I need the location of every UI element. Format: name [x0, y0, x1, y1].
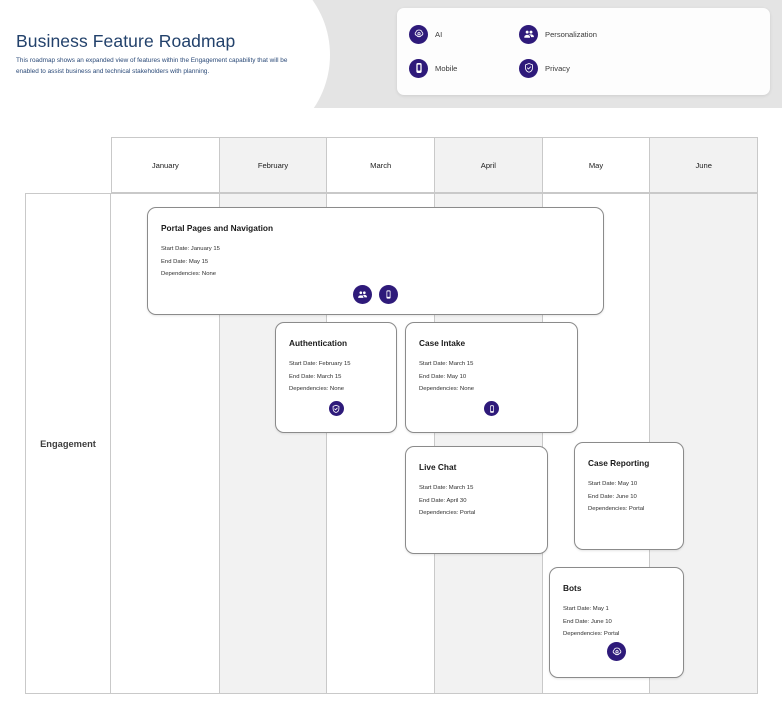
feature-meta: Start Date: March 15 End Date: May 10 De…	[419, 358, 474, 396]
legend-label: AI	[435, 29, 443, 39]
feature-end-date: End Date: May 10	[419, 373, 467, 380]
feature-icon-row	[276, 401, 396, 416]
feature-icon-row	[406, 401, 577, 416]
feature-dependencies: Dependencies: None	[289, 386, 345, 393]
legend-item-privacy[interactable]: Privacy	[519, 51, 699, 85]
feature-meta: Start Date: March 15 End Date: April 30 …	[419, 482, 475, 520]
feature-card-case-reporting[interactable]: Case Reporting Start Date: May 10 End Da…	[574, 442, 684, 550]
month-column-june: June	[650, 138, 758, 192]
legend-panel: AI Personalization	[397, 8, 770, 95]
feature-card-authentication[interactable]: Authentication Start Date: February 15 E…	[275, 322, 397, 433]
month-column-february: February	[219, 138, 328, 192]
timeline-header: January February March April May June	[111, 137, 758, 193]
month-column-april: April	[435, 138, 543, 192]
feature-start-date: Start Date: January 15	[161, 246, 220, 252]
legend-item-personalization[interactable]: Personalization	[519, 17, 699, 51]
feature-title: Bots	[563, 583, 582, 593]
feature-dependencies: Dependencies: Portal	[563, 631, 620, 638]
mobile-icon	[409, 58, 428, 78]
feature-dependencies: Dependencies: None	[419, 386, 475, 393]
feature-start-date: Start Date: March 15	[419, 485, 474, 491]
feature-icon-row	[148, 285, 603, 304]
mobile-icon	[379, 285, 398, 304]
feature-start-date: Start Date: February 15	[289, 361, 351, 367]
personalization-icon	[353, 285, 372, 304]
personalization-icon	[519, 24, 538, 44]
lane-cell-january	[112, 194, 220, 693]
banner-white-curve	[0, 0, 330, 150]
feature-meta: Start Date: January 15 End Date: May 15 …	[161, 243, 220, 281]
ai-icon	[607, 642, 626, 661]
feature-start-date: Start Date: May 1	[563, 606, 609, 612]
feature-card-bots[interactable]: Bots Start Date: May 1 End Date: June 10…	[549, 567, 684, 678]
feature-title: Live Chat	[419, 462, 457, 472]
legend-item-mobile[interactable]: Mobile	[409, 51, 519, 85]
ai-icon	[409, 24, 428, 44]
feature-card-portal-pages-and-navigation[interactable]: Portal Pages and Navigation Start Date: …	[147, 207, 604, 315]
feature-dependencies: Dependencies: Portal	[419, 510, 476, 517]
legend-label: Privacy	[545, 63, 570, 73]
legend-item-ai[interactable]: AI	[409, 17, 519, 51]
feature-title: Portal Pages and Navigation	[161, 223, 274, 233]
mobile-icon	[484, 401, 499, 416]
feature-end-date: End Date: June 10	[563, 618, 612, 625]
feature-meta: Start Date: May 10 End Date: June 10 Dep…	[588, 478, 644, 516]
privacy-icon	[328, 401, 344, 416]
feature-dependencies: Dependencies: Portal	[588, 506, 645, 513]
feature-title: Case Intake	[419, 338, 466, 348]
feature-title: Authentication	[289, 338, 348, 348]
feature-end-date: End Date: June 10	[588, 493, 637, 500]
legend-grid: AI Personalization	[409, 17, 699, 85]
banner-left-fill	[0, 0, 40, 108]
feature-title: Case Reporting	[588, 458, 650, 468]
feature-start-date: Start Date: May 10	[588, 481, 638, 487]
feature-end-date: End Date: April 30	[419, 497, 467, 504]
feature-dependencies: Dependencies: None	[161, 271, 217, 278]
swimlane-label: Engagement	[26, 194, 111, 693]
page-title: Business Feature Roadmap	[16, 31, 236, 51]
feature-icon-row	[550, 642, 683, 661]
feature-start-date: Start Date: March 15	[419, 361, 474, 367]
privacy-icon	[519, 58, 538, 78]
page-subtitle: This roadmap shows an expanded view of f…	[16, 57, 288, 75]
feature-card-case-intake[interactable]: Case Intake Start Date: March 15 End Dat…	[405, 322, 578, 433]
month-column-january: January	[112, 138, 220, 192]
lane-cell-march	[327, 194, 436, 693]
feature-card-live-chat[interactable]: Live Chat Start Date: March 15 End Date:…	[405, 446, 548, 554]
feature-end-date: End Date: March 15	[289, 373, 342, 380]
feature-end-date: End Date: May 15	[161, 258, 209, 265]
legend-label: Mobile	[435, 63, 458, 73]
month-column-march: March	[327, 138, 436, 192]
feature-meta: Start Date: February 15 End Date: March …	[289, 358, 351, 396]
legend-label: Personalization	[545, 29, 597, 39]
month-column-may: May	[543, 138, 651, 192]
feature-meta: Start Date: May 1 End Date: June 10 Depe…	[563, 603, 619, 641]
